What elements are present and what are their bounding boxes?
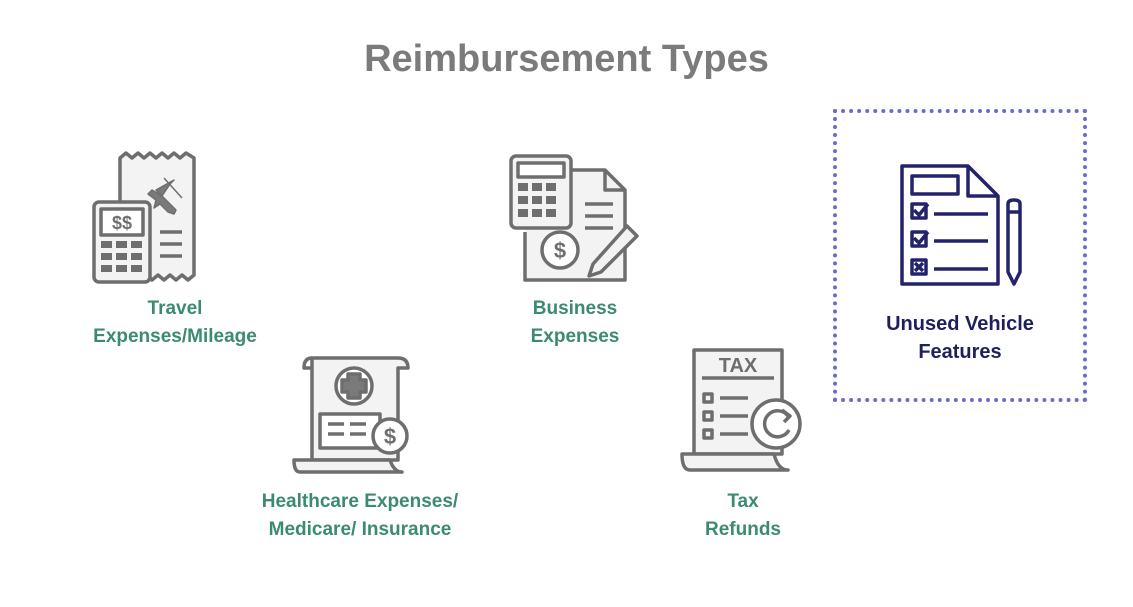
label-tax: Tax Refunds	[643, 488, 843, 544]
tax-refund-icon: TAX	[680, 348, 802, 472]
label-line: Travel	[147, 298, 203, 319]
label-line: Medicare/ Insurance	[268, 519, 452, 540]
label-line: Expenses	[530, 326, 620, 347]
label-travel: Travel Expenses/Mileage	[30, 295, 320, 351]
label-line: Unused Vehicle	[886, 313, 1034, 335]
highlight-box	[833, 109, 1087, 402]
svg-text:TAX: TAX	[719, 355, 758, 377]
label-line: Features	[918, 341, 1002, 363]
label-line: Healthcare Expenses/	[261, 491, 459, 512]
label-line: Refunds	[705, 519, 781, 540]
label-business: Business Expenses	[475, 295, 675, 351]
svg-text:$: $	[384, 424, 396, 449]
label-healthcare: Healthcare Expenses/ Medicare/ Insurance	[200, 488, 520, 544]
checklist-form-icon	[900, 164, 1022, 286]
travel-receipt-calculator-icon: $$	[92, 151, 196, 284]
medical-bill-icon: $	[292, 356, 410, 474]
svg-text:$$: $$	[112, 213, 132, 233]
label-line: Expenses/Mileage	[93, 326, 257, 347]
label-line: Business	[532, 298, 618, 319]
page-title: Reimbursement Types	[364, 38, 769, 80]
business-calculator-document-icon: $	[509, 154, 639, 282]
label-line: Tax	[727, 491, 759, 512]
label-unused-vehicle: Unused Vehicle Features	[833, 310, 1087, 366]
svg-text:$: $	[554, 238, 566, 263]
